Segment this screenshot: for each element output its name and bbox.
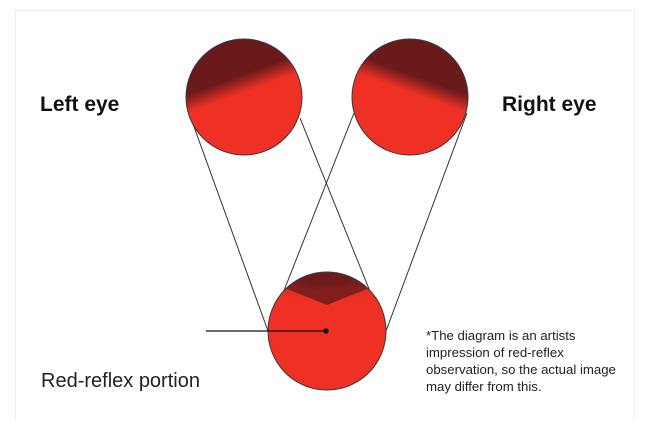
left-eye-left-connector-line [188, 112, 269, 332]
right-eye-circle [351, 38, 469, 156]
disclaimer-note: *The diagram is an artists impression of… [426, 328, 616, 394]
left-eye-circle [185, 38, 303, 156]
left-eye-label: Left eye [40, 93, 120, 116]
red-reflex-circle-group [267, 271, 387, 391]
right-eye-right-connector-line [385, 112, 468, 332]
frame-right-border [634, 10, 635, 420]
reflex-pointer-dot [323, 328, 329, 334]
frame-top-border [15, 10, 635, 11]
right-eye-label: Right eye [502, 93, 597, 116]
frame-left-border [15, 10, 16, 420]
red-reflex-portion-label: Red-reflex portion [41, 370, 200, 392]
